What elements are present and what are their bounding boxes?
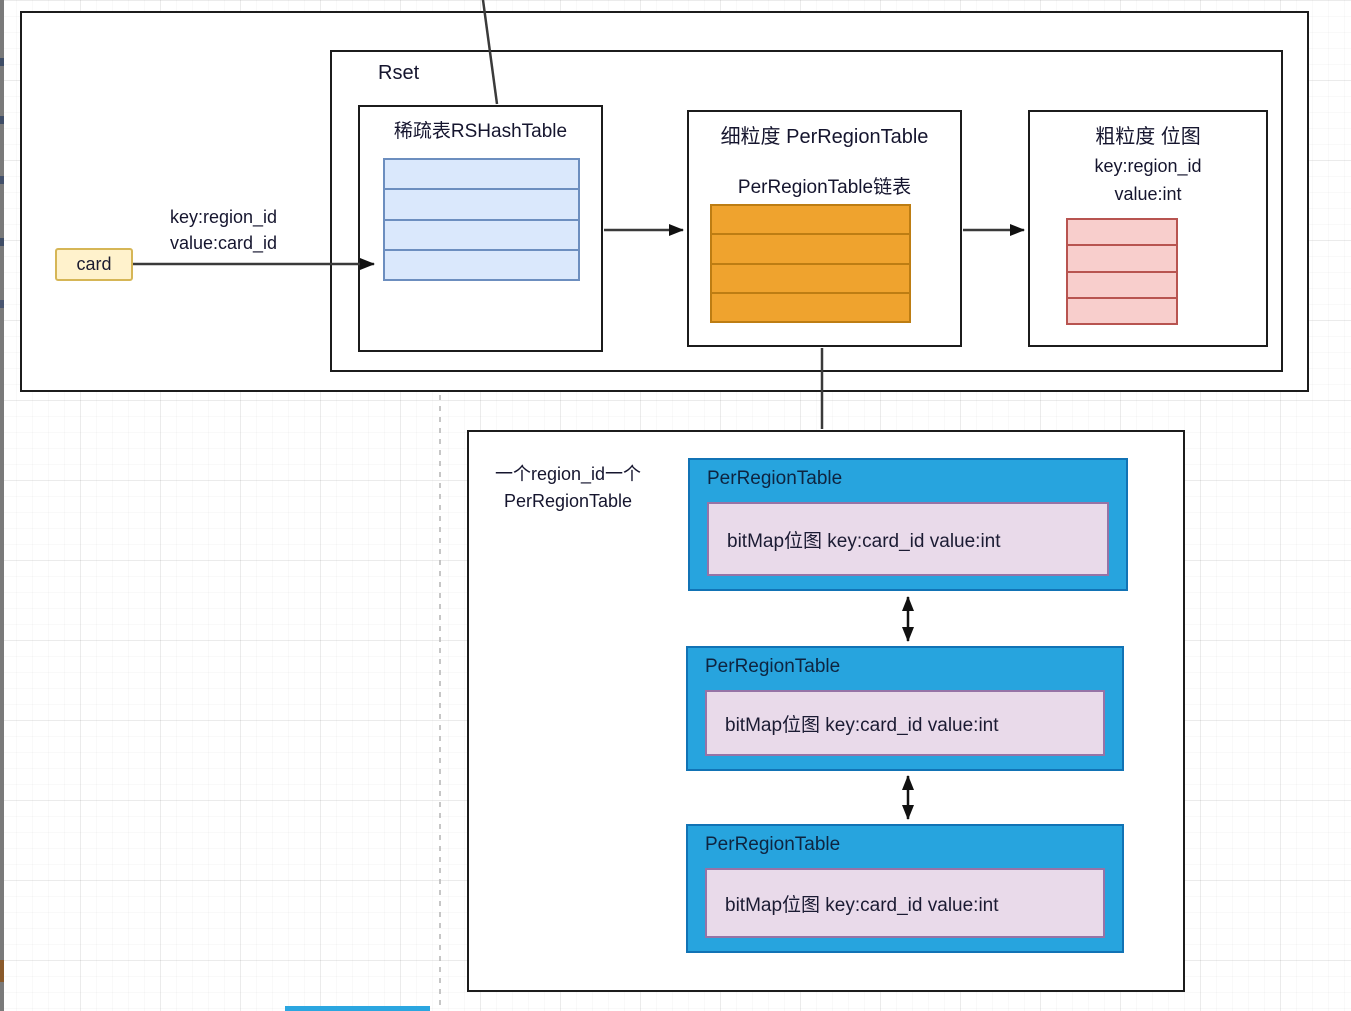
panel-edge-mark bbox=[0, 300, 4, 308]
bitmap-inner-label: bitMap位图 key:card_id value:int bbox=[727, 530, 1001, 552]
table-row bbox=[385, 190, 578, 221]
panel-edge-mark bbox=[0, 116, 4, 124]
panel-edge-mark bbox=[0, 176, 4, 184]
table-row bbox=[1068, 220, 1176, 247]
panel-edge-mark bbox=[0, 960, 4, 982]
card-edge-label-line1: key:region_id bbox=[170, 207, 278, 227]
panel-edge-mark bbox=[0, 58, 4, 66]
card-edge-label-line2: value:card_id bbox=[170, 233, 278, 253]
per-region-table-node[interactable]: PerRegionTable bitMap位图 key:card_id valu… bbox=[686, 824, 1124, 953]
bitmap-inner-box[interactable]: bitMap位图 key:card_id value:int bbox=[707, 502, 1109, 576]
per-region-table-header: PerRegionTable bbox=[707, 468, 843, 489]
table-row bbox=[712, 265, 909, 294]
fine-grained-title: 细粒度 PerRegionTable bbox=[720, 126, 929, 148]
table-row bbox=[1068, 273, 1176, 299]
table-row bbox=[712, 206, 909, 236]
sparse-table-title: 稀疏表RSHashTable bbox=[393, 121, 568, 142]
card-label: card bbox=[76, 254, 112, 274]
bitmap-inner-box[interactable]: bitMap位图 key:card_id value:int bbox=[705, 690, 1105, 756]
coarse-value-label: value:int bbox=[1114, 184, 1182, 204]
fine-grained-subtitle: PerRegionTable链表 bbox=[737, 177, 912, 198]
table-row bbox=[712, 235, 909, 265]
bottom-note-line1: 一个region_id一个 bbox=[494, 464, 642, 484]
table-row bbox=[712, 294, 909, 321]
bottom-note: 一个region_id一个 PerRegionTable bbox=[468, 461, 668, 515]
bitmap-inner-label: bitMap位图 key:card_id value:int bbox=[725, 894, 999, 916]
coarse-key-label: key:region_id bbox=[1094, 156, 1202, 176]
per-region-table-header: PerRegionTable bbox=[705, 834, 841, 855]
table-row bbox=[385, 221, 578, 251]
card-edge-label: key:region_id value:card_id bbox=[170, 204, 277, 256]
card-node[interactable]: card bbox=[55, 248, 133, 281]
coarse-bitmap-table[interactable] bbox=[1066, 218, 1178, 325]
bitmap-inner-box[interactable]: bitMap位图 key:card_id value:int bbox=[705, 868, 1105, 938]
table-row bbox=[1068, 246, 1176, 273]
rset-label: Rset bbox=[378, 62, 420, 84]
panel-edge-strip bbox=[0, 0, 4, 1011]
per-region-table-node[interactable]: PerRegionTable bitMap位图 key:card_id valu… bbox=[686, 646, 1124, 771]
bottom-scrollbar-thumb[interactable] bbox=[285, 1006, 430, 1011]
panel-edge-mark bbox=[0, 238, 4, 246]
coarse-grained-title: 粗粒度 位图 bbox=[1095, 126, 1201, 148]
per-region-table-header: PerRegionTable bbox=[705, 656, 841, 677]
per-region-table-list[interactable] bbox=[710, 204, 911, 323]
bottom-note-line2: PerRegionTable bbox=[503, 491, 633, 511]
table-row bbox=[1068, 299, 1176, 323]
bitmap-inner-label: bitMap位图 key:card_id value:int bbox=[725, 714, 999, 736]
sparse-hash-table[interactable] bbox=[383, 158, 580, 281]
table-row bbox=[385, 160, 578, 191]
table-row bbox=[385, 251, 578, 279]
per-region-table-node[interactable]: PerRegionTable bitMap位图 key:card_id valu… bbox=[688, 458, 1128, 591]
